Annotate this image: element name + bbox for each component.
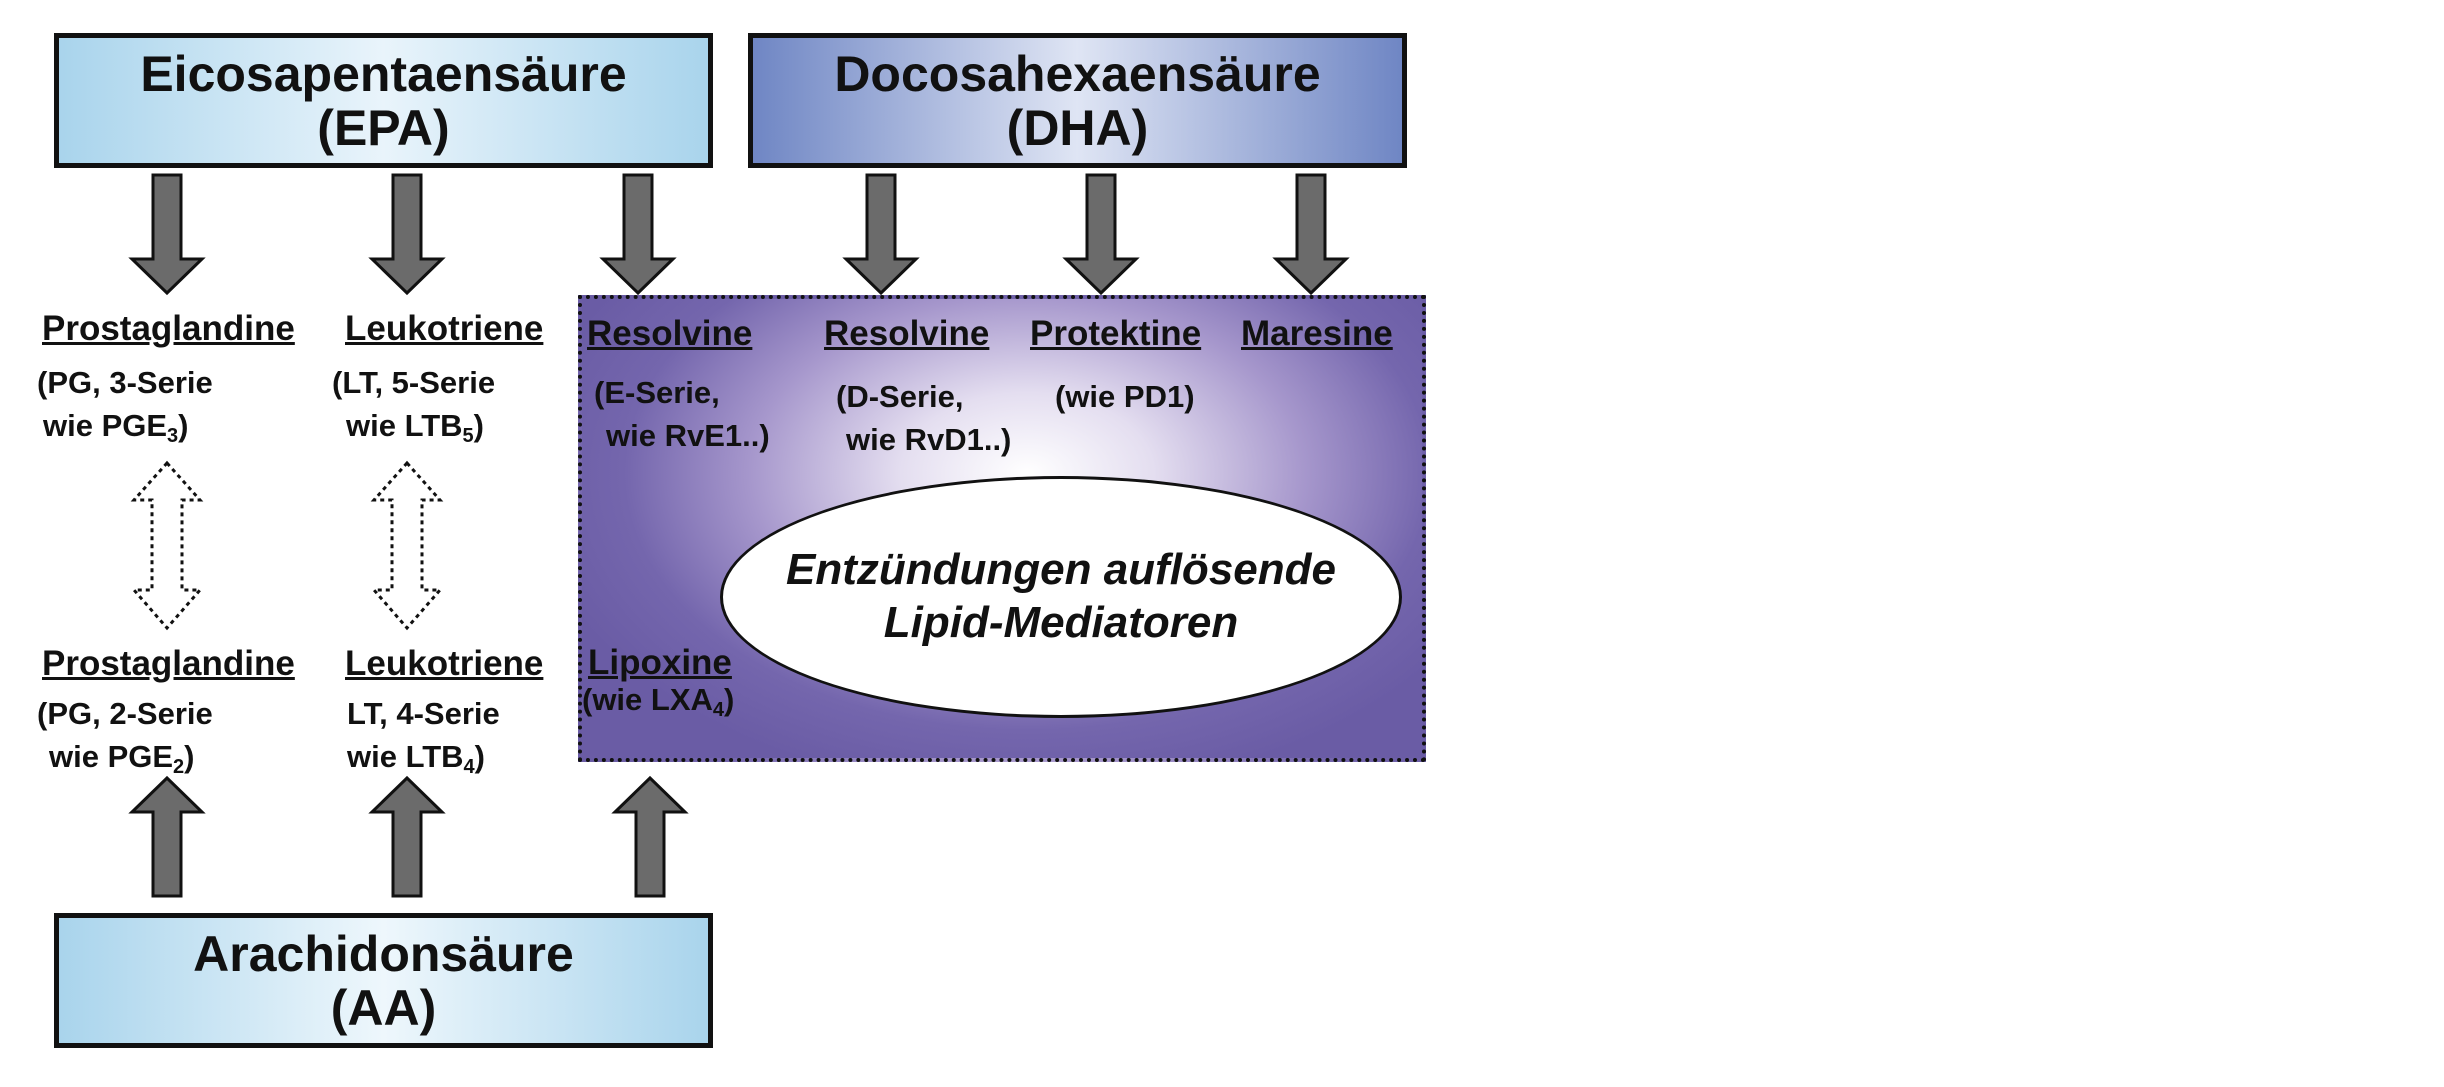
heading-leukotriene-epa: Leukotriene xyxy=(345,309,544,348)
resolvine-e-line1: (E-Serie, xyxy=(594,375,720,410)
leukotriene-aa-detail: LT, 4-Serie wie LTB4) xyxy=(347,693,500,781)
arrow-dha-to-protektine xyxy=(1064,173,1138,295)
resolving-mediators-ellipse: Entzündungen auflösende Lipid-Mediatoren xyxy=(720,476,1402,718)
double-arrow-leukotriene xyxy=(370,460,444,631)
leukotriene-aa-line2: wie LTB4) xyxy=(347,738,485,778)
heading-prostaglandine-epa: Prostaglandine xyxy=(42,309,295,348)
aa-box: Arachidonsäure (AA) xyxy=(54,913,713,1048)
prostaglandine-aa-line1: (PG, 2-Serie xyxy=(37,696,213,731)
aa-title: Arachidonsäure xyxy=(193,925,574,982)
protektine-line1: (wie PD1) xyxy=(1055,379,1195,414)
arrow-epa-to-resolvine xyxy=(601,173,675,295)
dha-abbrev: (DHA) xyxy=(1006,99,1149,156)
leukotriene-epa-detail: (LT, 5-Serie wie LTB5) xyxy=(332,362,495,450)
leukotriene-epa-line2: wie LTB5) xyxy=(346,407,484,447)
arrow-aa-to-lipoxine xyxy=(613,776,687,898)
ellipse-line1: Entzündungen auflösende xyxy=(786,545,1336,595)
heading-prostaglandine-aa: Prostaglandine xyxy=(42,644,295,683)
aa-abbrev: (AA) xyxy=(330,979,437,1036)
double-arrow-prostaglandine xyxy=(130,460,204,631)
epa-abbrev: (EPA) xyxy=(317,99,450,156)
arrow-dha-to-maresine xyxy=(1274,173,1348,295)
heading-resolvine-d: Resolvine xyxy=(824,314,990,353)
epa-title: Eicosapentaensäure xyxy=(140,45,627,102)
leukotriene-aa-line1: LT, 4-Serie xyxy=(347,696,500,731)
arrow-aa-to-leukotriene xyxy=(370,776,444,898)
prostaglandine-aa-line2: wie PGE2) xyxy=(49,738,195,778)
arrow-dha-to-resolvine xyxy=(844,173,918,295)
dha-box: Docosahexaensäure (DHA) xyxy=(748,33,1407,168)
resolvine-e-line2: wie RvE1..) xyxy=(606,417,770,453)
resolvine-d-line2: wie RvD1..) xyxy=(846,421,1012,457)
protektine-detail: (wie PD1) xyxy=(1055,376,1195,419)
resolvine-e-detail: (E-Serie, wie RvE1..) xyxy=(594,372,770,458)
prostaglandine-epa-line2: wie PGE3) xyxy=(43,407,189,447)
prostaglandine-epa-detail: (PG, 3-Serie wie PGE3) xyxy=(37,362,213,450)
prostaglandine-epa-line1: (PG, 3-Serie xyxy=(37,365,213,400)
ellipse-line2: Lipid-Mediatoren xyxy=(883,598,1239,647)
leukotriene-epa-line1: (LT, 5-Serie xyxy=(332,365,496,400)
heading-maresine: Maresine xyxy=(1241,314,1393,353)
heading-resolvine-e: Resolvine xyxy=(587,314,753,353)
arrow-aa-to-prostaglandine xyxy=(130,776,204,898)
heading-protektine: Protektine xyxy=(1030,314,1202,353)
dha-title: Docosahexaensäure xyxy=(834,45,1321,102)
resolvine-d-detail: (D-Serie, wie RvD1..) xyxy=(836,376,1011,462)
resolvine-d-line1: (D-Serie, xyxy=(836,379,964,414)
heading-leukotriene-aa: Leukotriene xyxy=(345,644,544,683)
arrow-epa-to-leukotriene xyxy=(370,173,444,295)
lipoxine-detail: (wie LXA4) xyxy=(582,679,734,725)
arrow-epa-to-prostaglandine xyxy=(130,173,204,295)
prostaglandine-aa-detail: (PG, 2-Serie wie PGE2) xyxy=(37,693,213,781)
heading-lipoxine: Lipoxine xyxy=(588,643,732,682)
lipoxine-line1: (wie LXA4) xyxy=(582,682,735,721)
epa-box: Eicosapentaensäure (EPA) xyxy=(54,33,713,168)
